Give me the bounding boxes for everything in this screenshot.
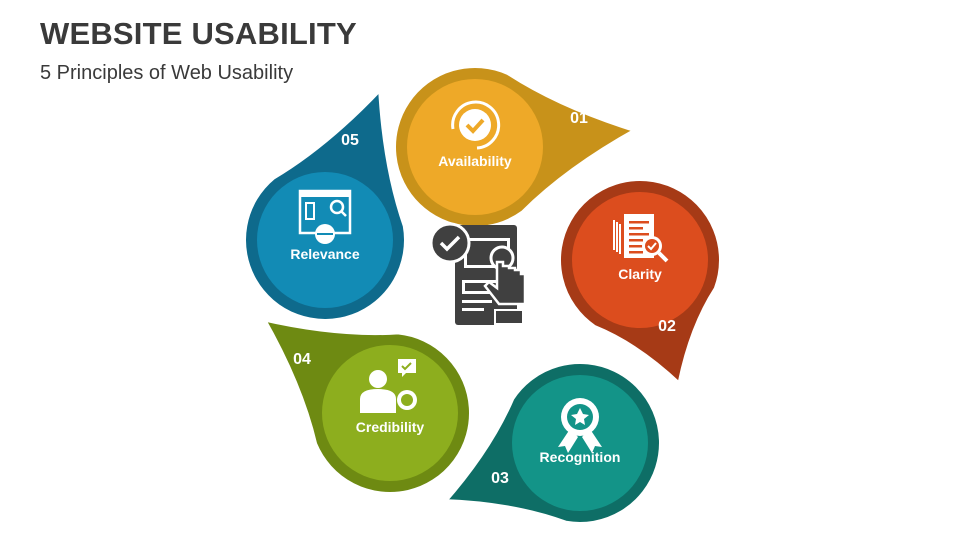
principle-number: 01	[570, 110, 588, 127]
page-subtitle: 5 Principles of Web Usability	[40, 62, 294, 84]
inner-circle	[512, 375, 648, 511]
award-badge-icon	[558, 398, 602, 453]
principle-label: Availability	[438, 153, 512, 169]
inner-circle	[407, 79, 543, 215]
principle-label: Credibility	[356, 419, 425, 435]
principle-number: 03	[491, 470, 509, 487]
principle-label: Clarity	[618, 266, 662, 282]
principle-credibility: Credibility 04	[255, 313, 475, 498]
document-search-icon	[613, 214, 669, 263]
page-title: WEBSITE USABILITY	[40, 16, 357, 51]
principle-number: 02	[658, 318, 676, 335]
principle-recognition: Recognition 03	[436, 358, 665, 528]
principle-relevance: Relevance 05	[240, 79, 410, 325]
principle-label: Relevance	[290, 246, 359, 262]
touch-screen-check-icon	[429, 222, 527, 325]
inner-circle	[572, 192, 708, 328]
professional-badge-icon	[360, 359, 417, 413]
principle-number: 05	[341, 132, 359, 149]
web-content-icon	[298, 189, 352, 244]
check-circle-icon	[451, 100, 501, 150]
principle-clarity: Clarity 02	[555, 175, 725, 392]
principle-label: Recognition	[540, 449, 621, 465]
principle-number: 04	[293, 351, 311, 368]
principle-availability: Availability 01	[390, 62, 646, 232]
